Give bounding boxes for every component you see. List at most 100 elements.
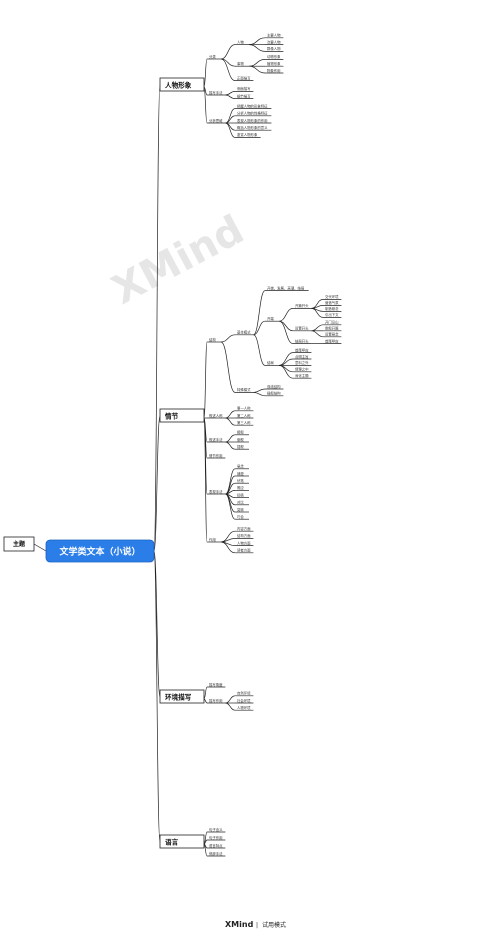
topic-node[interactable]: 插叙 bbox=[235, 444, 249, 450]
topic-label: 人物环境 bbox=[237, 705, 251, 710]
topic-node[interactable]: 首尾呼应 bbox=[293, 347, 312, 353]
topic-node[interactable]: 主要人物 bbox=[265, 33, 284, 39]
topic-node[interactable]: 内容方面 bbox=[235, 526, 254, 532]
topic-node[interactable]: 情节作用 bbox=[207, 453, 226, 459]
topic-node[interactable]: 读者方面 bbox=[235, 548, 254, 554]
main-topic-node[interactable]: 主题 bbox=[3, 536, 35, 552]
topic-node[interactable]: 设置悬念 bbox=[323, 332, 342, 338]
topic-node[interactable]: 制造悬念 bbox=[323, 306, 342, 312]
topic-node[interactable]: 物象作用 bbox=[265, 68, 284, 74]
topic-node[interactable]: 作用 bbox=[207, 537, 221, 543]
topic-node[interactable]: 深化主题 bbox=[293, 373, 312, 379]
topic-node[interactable]: 结局开头 bbox=[293, 338, 312, 344]
topic-node[interactable]: 群像人物 bbox=[265, 46, 284, 52]
topic-node[interactable]: 引出下文 bbox=[323, 312, 342, 318]
topic-node[interactable]: 人物环境 bbox=[235, 705, 254, 711]
topic-label: 铺垫 bbox=[237, 471, 244, 476]
topic-node[interactable]: 结局 bbox=[265, 360, 279, 366]
topic-node[interactable]: 顺叙 bbox=[235, 430, 249, 436]
topic-label: 社会环境 bbox=[237, 698, 251, 703]
topic-node[interactable]: 突转 bbox=[235, 507, 249, 513]
topic-node[interactable]: 结构方面 bbox=[235, 533, 254, 539]
topic-node[interactable]: 句子作用 bbox=[207, 835, 226, 841]
connector-line bbox=[153, 550, 161, 843]
topic-node[interactable]: 照应 bbox=[235, 485, 249, 491]
topic-node[interactable]: 侧面描写 bbox=[235, 86, 254, 92]
branch-node[interactable]: 环境描写 bbox=[159, 689, 205, 704]
topic-node[interactable]: 基本模式 bbox=[235, 330, 254, 336]
branch-node[interactable]: 人物形象 bbox=[159, 77, 205, 92]
topic-node[interactable]: 次要人物 bbox=[265, 39, 284, 45]
topic-node[interactable]: 叙述人称 bbox=[207, 413, 226, 419]
topic-node[interactable]: 描写手法 bbox=[207, 90, 226, 96]
topic-node[interactable]: 巧合 bbox=[235, 514, 249, 520]
topic-node[interactable]: 社会环境 bbox=[235, 698, 254, 704]
topic-node[interactable]: 表现手法 bbox=[207, 489, 226, 495]
topic-node[interactable]: 情理之中 bbox=[293, 367, 312, 373]
topic-node[interactable]: 句子含义 bbox=[207, 827, 226, 833]
topic-label: 分类 bbox=[209, 54, 216, 59]
topic-node[interactable]: 开篇开头 bbox=[293, 303, 312, 309]
topic-node[interactable]: 倒叙 bbox=[235, 437, 249, 443]
topic-node[interactable]: 设置开头 bbox=[293, 326, 312, 332]
topic-label: 突转 bbox=[237, 507, 244, 512]
topic-label: 把握人物的形象特征 bbox=[237, 103, 268, 108]
topic-node[interactable]: 点明主旨 bbox=[293, 354, 312, 360]
topic-node[interactable]: 第一人称 bbox=[235, 406, 254, 412]
topic-node[interactable]: 交代环境 bbox=[323, 294, 342, 300]
topic-node[interactable]: 分类 bbox=[207, 54, 221, 60]
topic-node[interactable]: 结构 bbox=[207, 337, 221, 343]
topic-node[interactable]: 把握人物的形象特征 bbox=[235, 103, 272, 109]
topic-label: 概括人物形象的意义 bbox=[237, 125, 268, 130]
topic-node[interactable]: 概括人物形象的意义 bbox=[235, 125, 272, 131]
topic-label: 句子作用 bbox=[209, 835, 223, 840]
branch-node[interactable]: 情节 bbox=[159, 408, 205, 423]
topic-node[interactable]: 修辞手法 bbox=[207, 851, 226, 857]
topic-node[interactable]: 表现人物形象的作用 bbox=[235, 118, 272, 124]
topic-node[interactable]: 首尾呼应 bbox=[323, 338, 342, 344]
topic-node[interactable]: 叙述手法 bbox=[207, 437, 226, 443]
connector-line bbox=[225, 475, 236, 495]
topic-node[interactable]: 分析人物的性格特征 bbox=[235, 111, 272, 117]
topic-node[interactable]: 人物方面 bbox=[235, 540, 254, 546]
topic-node[interactable]: 特殊模式 bbox=[235, 387, 254, 393]
connector-line bbox=[153, 550, 161, 698]
topic-node[interactable]: 分析思维 bbox=[207, 118, 226, 124]
central-topic-node[interactable]: 文学类文本（小说） bbox=[45, 539, 155, 563]
topic-node[interactable]: 开门见山 bbox=[323, 320, 342, 326]
topic-node[interactable]: 抑扬 bbox=[235, 492, 249, 498]
topic-node[interactable]: 倒叙开篇 bbox=[323, 326, 342, 332]
topic-node[interactable]: 插叙结构 bbox=[265, 391, 284, 397]
branch-node[interactable]: 语言 bbox=[159, 834, 205, 849]
topic-node[interactable]: 事物 bbox=[235, 61, 249, 67]
topic-node[interactable]: 动物形象 bbox=[265, 54, 284, 60]
topic-node[interactable]: 鉴赏人物形象 bbox=[235, 132, 261, 138]
topic-node[interactable]: 对比 bbox=[235, 500, 249, 506]
topic-node[interactable]: 双线结构 bbox=[265, 384, 284, 390]
topic-node[interactable]: 伏笔 bbox=[235, 478, 249, 484]
connector-line bbox=[220, 541, 236, 554]
connector-line bbox=[220, 58, 236, 81]
topic-label: 情节作用 bbox=[209, 453, 223, 458]
topic-label: 深化主题 bbox=[295, 373, 309, 378]
topic-node[interactable]: 植物形象 bbox=[265, 61, 284, 67]
topic-node[interactable]: 铺垫 bbox=[235, 471, 249, 477]
topic-node[interactable]: 第二人称 bbox=[235, 413, 254, 419]
topic-node[interactable]: 开端、发展、高潮、结局 bbox=[265, 285, 309, 291]
connector-line bbox=[203, 341, 208, 419]
topic-node[interactable]: 细节描写 bbox=[235, 93, 254, 99]
watermark: XMind bbox=[105, 207, 252, 314]
topic-node[interactable]: 描写作用 bbox=[207, 698, 226, 704]
topic-node[interactable]: 营造气氛 bbox=[323, 300, 342, 306]
topic-node[interactable]: 描写角度 bbox=[207, 682, 226, 688]
topic-node[interactable]: 人物 bbox=[235, 39, 249, 45]
topic-node[interactable]: 正面描写 bbox=[235, 75, 254, 81]
topic-node[interactable]: 自然环境 bbox=[235, 691, 254, 697]
topic-label: 描写作用 bbox=[209, 698, 223, 703]
topic-node[interactable]: 语言特点 bbox=[207, 843, 226, 849]
topic-node[interactable]: 意料之外 bbox=[293, 360, 312, 366]
topic-node[interactable]: 开端 bbox=[265, 316, 279, 322]
topic-node[interactable]: 悬念 bbox=[235, 464, 249, 470]
connector-line bbox=[225, 434, 236, 443]
topic-node[interactable]: 第三人称 bbox=[235, 420, 254, 426]
